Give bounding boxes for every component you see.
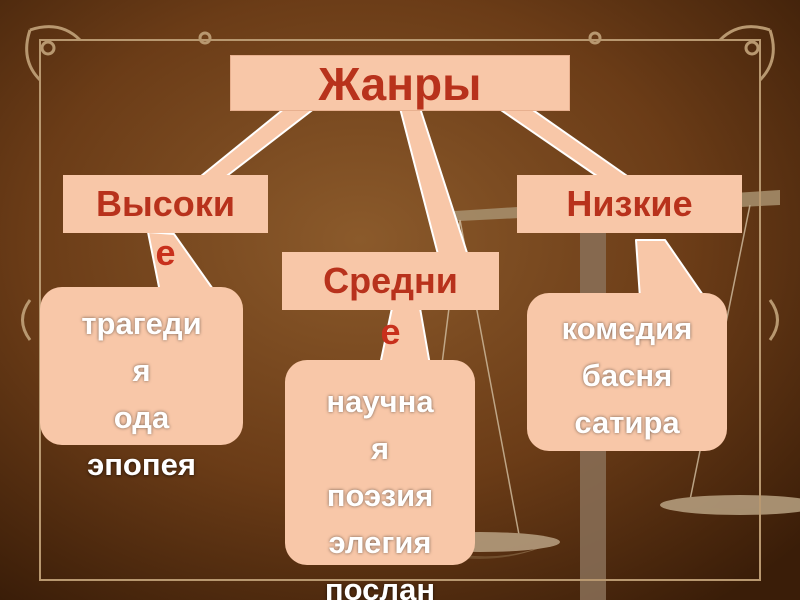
list-item: я [370,431,390,466]
low-genre-list-bubble [527,293,727,451]
list-item: комедия [561,311,693,346]
root-genre-box: Жанры [230,55,570,111]
list-item: поэзия [326,478,434,513]
middle-genre-list-bubble [285,360,475,565]
high-genre-overflow: е [155,232,176,273]
low-genre-label: Низкие [566,183,693,224]
list-item: басня [581,358,673,393]
low-genre-box: Низкие [517,175,742,233]
list-item: эпопея [87,447,196,482]
list-item: элегия [328,525,432,560]
list-item: послан [324,572,436,600]
middle-genre-list: научна я поэзия элегия послан [285,378,475,600]
high-genre-box: Высоки [63,175,268,233]
high-genre-list-bubble [40,287,243,445]
low-genre-list: комедия басня сатира [527,305,727,446]
high-genre-label: Высоки [96,183,235,224]
list-item: я [132,353,151,388]
middle-genre-label: Средни [323,260,458,301]
list-item: сатира [574,405,680,440]
middle-genre-box: Средни [282,252,499,310]
list-item: ода [113,400,170,435]
root-genre-label: Жанры [318,58,482,110]
list-item: трагеди [81,306,202,341]
callout-pointers [147,107,706,366]
high-genre-list: трагеди я ода эпопея [40,300,243,488]
list-item: научна [326,384,434,419]
middle-genre-overflow: е [380,311,401,352]
